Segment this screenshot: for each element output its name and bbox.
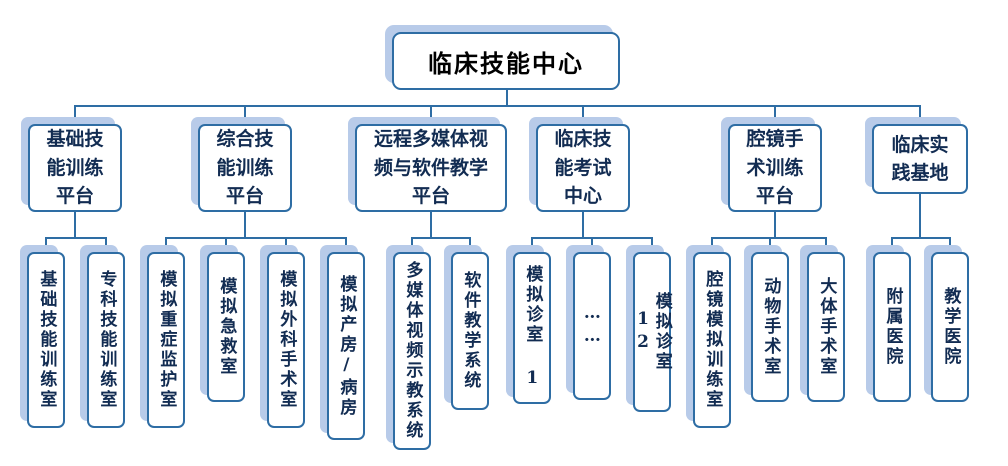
node-branch-basic-skills: 基础技 能训练 平台 [28,124,122,212]
node-leaf-ellipsis: …… [573,252,611,400]
node-root: 临床技能中心 [392,32,620,90]
node-leaf: 大体手术室 [807,252,845,402]
node-leaf: 多媒体视频示教系统 [393,252,431,450]
node-leaf: 动物手术室 [751,252,789,402]
node-leaf: 模拟诊室 1 [513,252,551,404]
node-branch-practice-base: 临床实 践基地 [872,124,968,194]
node-leaf: 模拟外科手术室 [267,252,305,428]
node-leaf: 模拟诊室 12 [633,252,672,412]
node-leaf: 基础技能训练室 [27,252,65,428]
node-leaf: 附属医院 [873,252,911,402]
node-leaf: 教学医院 [931,252,969,402]
node-leaf: 软件教学系统 [451,252,489,410]
node-leaf: 模拟重症监护室 [147,252,185,428]
node-leaf: 模拟急救室 [207,252,245,402]
node-leaf: 模拟产房/病房 [327,252,365,440]
node-leaf: 腔镜模拟训练室 [693,252,731,428]
node-leaf: 专科技能训练室 [87,252,125,428]
node-branch-multimedia-teaching: 远程多媒体视 频与软件教学 平台 [355,124,507,212]
node-branch-endoscopy-training: 腔镜手 术训练 平台 [728,124,822,212]
node-branch-exam-center: 临床技 能考试 中心 [536,124,630,212]
node-branch-comprehensive-skills: 综合技 能训练 平台 [198,124,292,212]
